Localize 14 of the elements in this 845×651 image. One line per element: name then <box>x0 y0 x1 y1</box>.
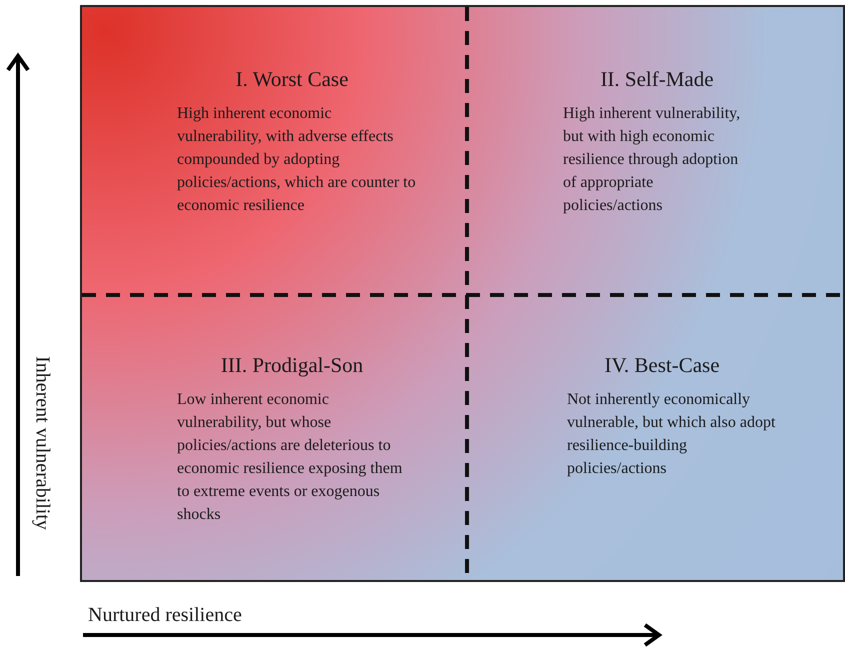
quadrant-title: I. Worst Case <box>236 67 348 92</box>
quadrant-panel <box>467 7 843 295</box>
quadrant-panel <box>82 7 467 295</box>
axis-label: Inherent vulnerability <box>30 356 54 530</box>
quadrant-description: High inherent vulnerability, but with high economic resilience through adoption of appropriate policies/actions <box>563 104 742 216</box>
quadrant-description: Low inherent economic vulnerability, but whose policies/actions are deleterious to economic resilience exposing them to extreme events or exogenous shocks <box>177 390 404 525</box>
quadrant-description: Not inherently economically vulnerable, but which also adopt resilience-building policies/actions <box>567 390 776 479</box>
quadrant-panel <box>467 295 843 580</box>
quadrant-panel <box>82 295 467 580</box>
quadrant-title: II. Self-Made <box>600 67 714 92</box>
axis-label: Nurtured resilience <box>88 604 242 627</box>
quadrant-title: III. Prodigal-Son <box>220 353 364 378</box>
quadrant-title: IV. Best-Case <box>604 353 720 378</box>
quadrant-description: High inherent economic vulnerability, with adverse effects compounded by adopting policies/actions, which are counter to economic resilience <box>177 104 417 216</box>
